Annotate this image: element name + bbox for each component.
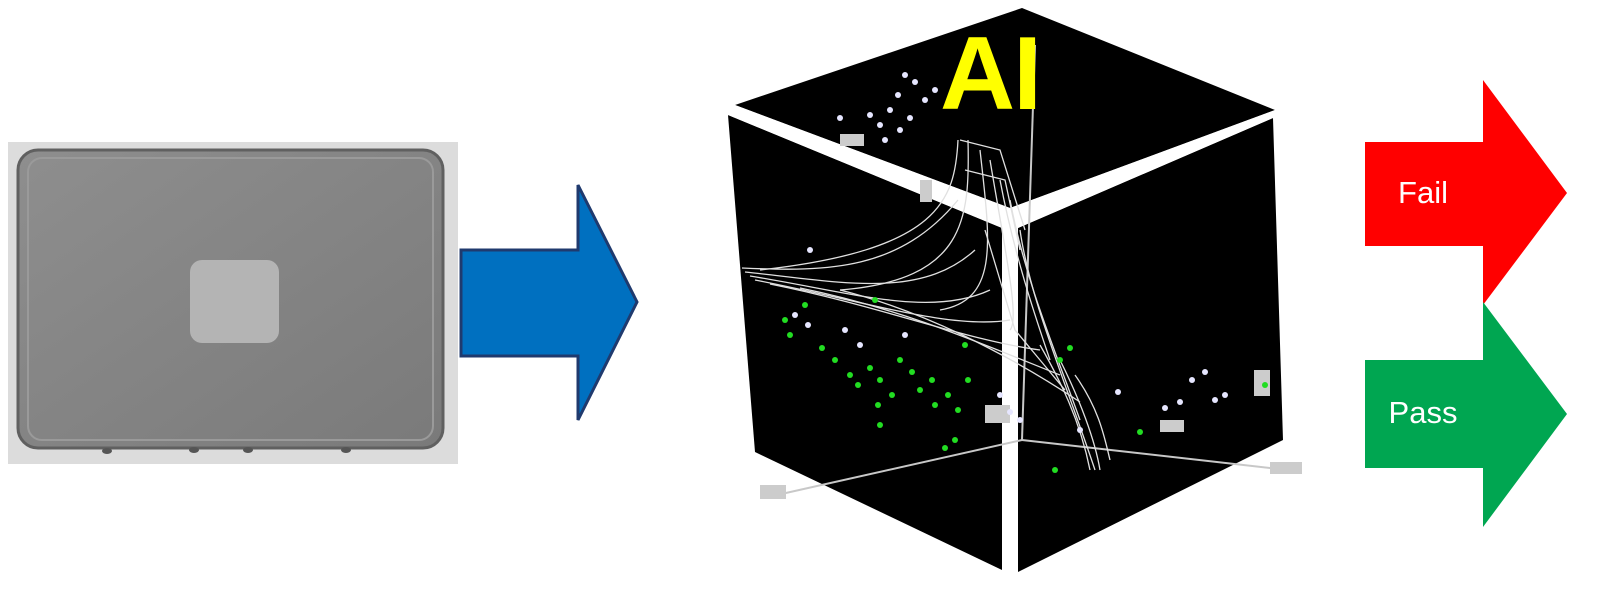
pass-label: Pass [1388, 395, 1458, 430]
device-center-pad [190, 260, 279, 343]
right-arrow-icon [459, 184, 639, 421]
class-b-points [782, 297, 1268, 473]
fail-arrow-icon [1365, 80, 1567, 305]
3d-classifier-cube [728, 8, 1302, 572]
device-xray-photo [8, 142, 458, 464]
pass-arrow-icon [1365, 302, 1567, 527]
decision-surface [741, 139, 1111, 471]
class-a-points [792, 72, 1228, 433]
fail-label: Fail [1398, 175, 1448, 210]
ai-label: AI [940, 16, 1042, 132]
